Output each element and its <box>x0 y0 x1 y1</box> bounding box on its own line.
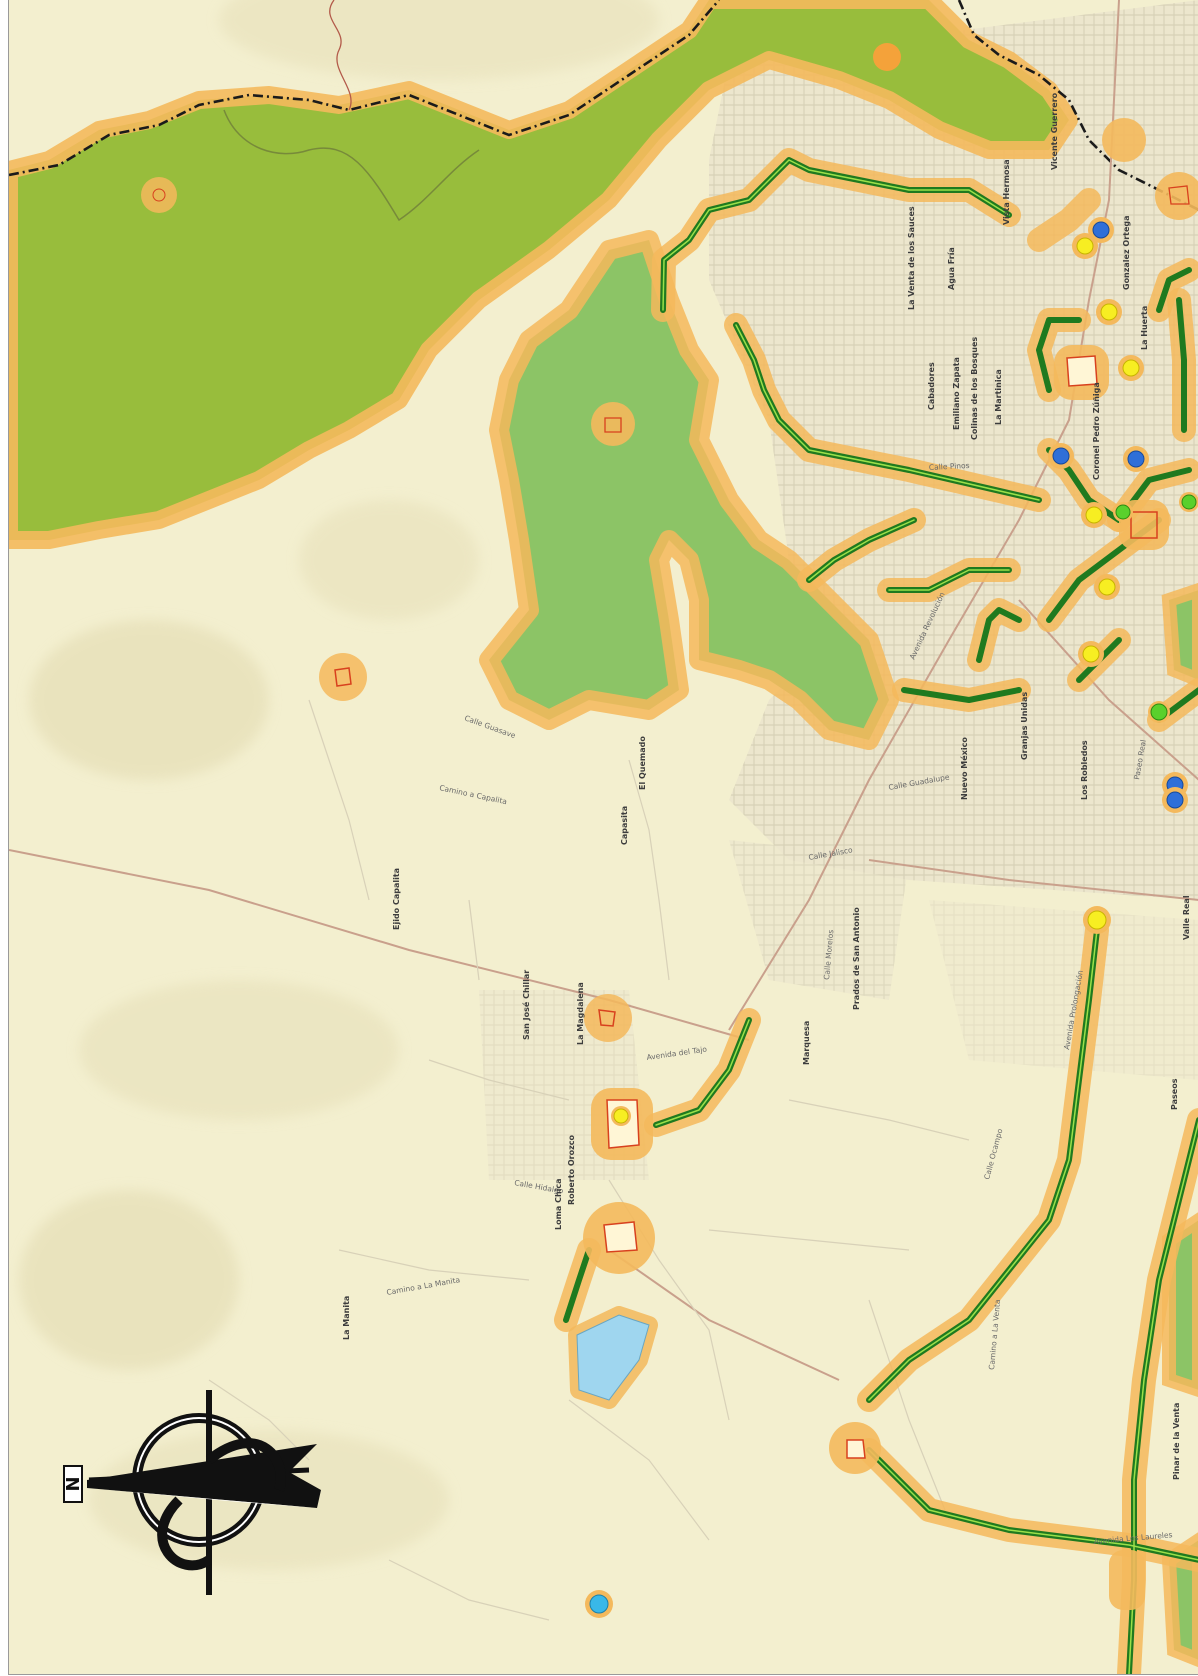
protected-forest-area <box>9 0 1078 549</box>
point-marker[interactable] <box>1179 492 1198 512</box>
place-label: Valle Real <box>1182 895 1191 940</box>
place-label: La Magdalena <box>576 982 585 1045</box>
place-label: Gonzalez Ortega <box>1122 215 1131 290</box>
place-label: Prados de San Antonio <box>852 907 861 1010</box>
place-label: La Huerta <box>1140 306 1149 350</box>
point-marker[interactable] <box>1162 787 1188 813</box>
place-label: Capasita <box>620 806 629 845</box>
point-marker[interactable] <box>585 1590 613 1618</box>
place-label: Vicente Guerrero <box>1050 92 1059 170</box>
point-marker[interactable] <box>1113 502 1133 522</box>
point-marker[interactable] <box>1096 299 1122 325</box>
place-label: Emiliano Zapata <box>952 357 961 430</box>
point-marker[interactable] <box>1148 701 1170 723</box>
map-view[interactable]: Calle Guasave Camino a Capalita Avenida … <box>8 0 1198 1675</box>
street-label: Calle Morelos <box>822 929 835 980</box>
stream-line-north <box>329 0 352 111</box>
place-label: Marquesa <box>802 1021 811 1065</box>
place-label: La Venta de los Sauces <box>907 206 916 310</box>
place-label: Roberto Orozco <box>567 1135 576 1206</box>
north-label: N <box>63 1476 84 1491</box>
place-label: Los Robledos <box>1080 740 1089 800</box>
place-label: Granjas Unidas <box>1020 692 1029 760</box>
point-marker[interactable] <box>1088 217 1114 243</box>
place-label: Cabadores <box>927 362 936 410</box>
green-routes <box>563 157 1198 1674</box>
point-marker[interactable] <box>1081 502 1107 528</box>
place-label: Coronel Pedro Zúñiga <box>1092 382 1101 480</box>
point-marker[interactable] <box>1078 641 1104 667</box>
site-footprints <box>141 43 1198 1610</box>
street-label: Calle Pinos <box>929 461 970 472</box>
map-points <box>585 217 1198 1618</box>
place-label: Vista Hermosa <box>1002 159 1011 225</box>
point-marker[interactable] <box>611 1106 631 1126</box>
place-label: Colinas de los Bosques <box>970 337 979 440</box>
place-label: El Quemado <box>638 736 647 790</box>
place-label: La Martinica <box>994 369 1003 425</box>
place-label: Paseos <box>1170 1078 1179 1110</box>
minor-streets <box>208 699 970 1621</box>
point-marker[interactable] <box>1048 443 1074 469</box>
municipal-boundary <box>9 0 1198 211</box>
point-marker[interactable] <box>1094 574 1120 600</box>
stream-line <box>223 109 480 222</box>
point-marker[interactable] <box>1123 446 1149 472</box>
point-marker[interactable] <box>1072 233 1098 259</box>
point-marker[interactable] <box>1083 906 1111 934</box>
place-label: Pinar de la Venta <box>1172 1403 1181 1480</box>
place-label: Ejido Capalita <box>392 868 401 930</box>
point-marker[interactable] <box>1118 355 1144 381</box>
place-label: Agua Fría <box>947 247 956 290</box>
north-arrow-icon: N <box>63 1390 321 1595</box>
place-label: San José Chillar <box>521 970 531 1040</box>
place-label: La Manita <box>342 1296 351 1340</box>
place-label: Loma Chica <box>554 1178 563 1230</box>
place-labels: El Quemado Capasita Ejido Capalita San J… <box>342 92 1191 1480</box>
water-body <box>568 1306 658 1409</box>
map-canvas[interactable]: Calle Guasave Camino a Capalita Avenida … <box>9 0 1198 1674</box>
place-label: Nuevo México <box>959 737 969 800</box>
